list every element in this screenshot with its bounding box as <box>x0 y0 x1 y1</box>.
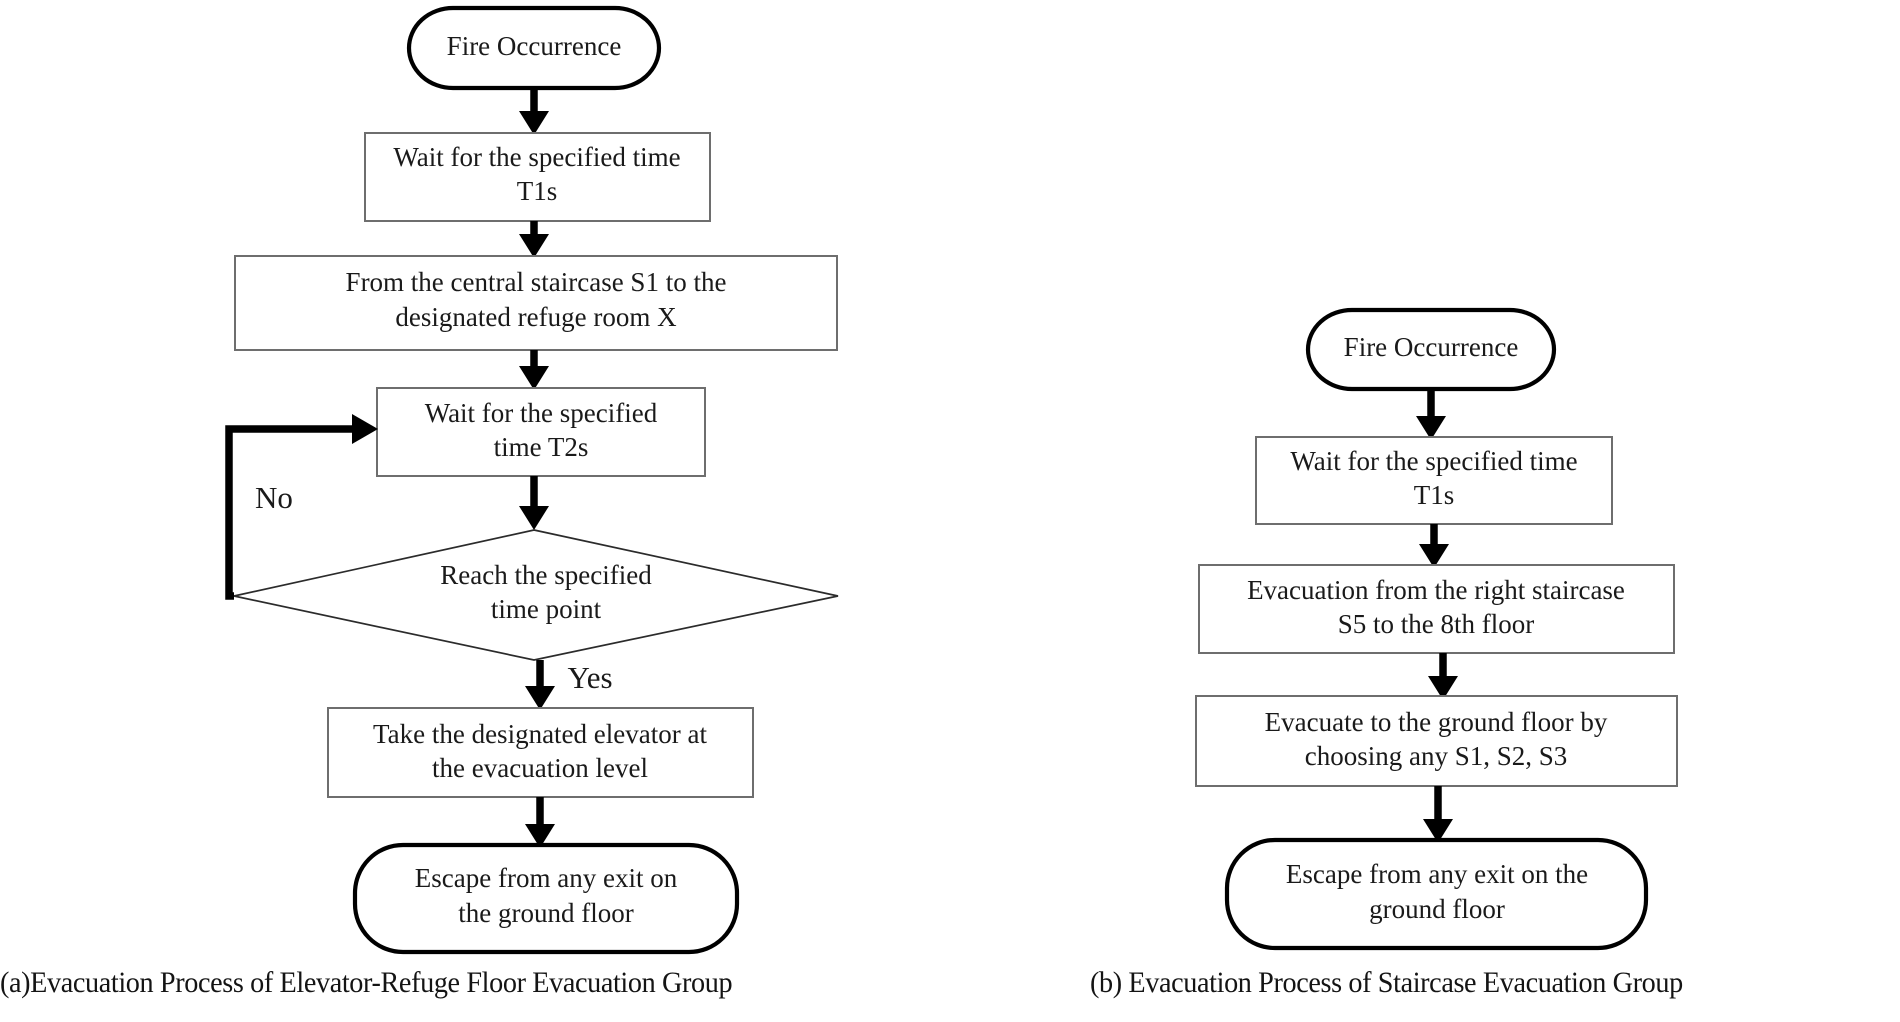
node-a3-label-line2: designated refuge room X <box>395 302 677 332</box>
node-b3-label-line1: Evacuation from the right staircase <box>1247 575 1625 605</box>
node-a6-label-line2: the evacuation level <box>432 753 648 783</box>
node-b2-label-line2: T1s <box>1414 480 1455 510</box>
node-b4-label-line2: choosing any S1, S2, S3 <box>1305 741 1568 771</box>
caption-panel-a: (a)Evacuation Process of Elevator-Refuge… <box>0 966 733 999</box>
edge-label-no: No <box>255 480 293 515</box>
node-a6-take-elevator <box>327 707 754 798</box>
edge-a4-a5-arrowhead <box>519 506 549 530</box>
edge-a6-a7-arrowhead <box>525 824 555 848</box>
node-b2-label-line1: Wait for the specified time <box>1290 446 1577 476</box>
node-b2-wait-t1s <box>1255 436 1613 525</box>
node-a5-label-line1: Reach the specified <box>440 560 652 590</box>
edge-b3-b4-arrowhead <box>1428 676 1458 700</box>
edge-a5-a4-no-arrowhead <box>352 414 378 444</box>
node-b4-evacuate-ground-floor <box>1195 695 1678 787</box>
node-b3-label-line2: S5 to the 8th floor <box>1338 609 1535 639</box>
edge-a1-a2-arrowhead <box>519 111 549 135</box>
node-a6-label-line1: Take the designated elevator at <box>373 719 707 749</box>
panel-b-group: Fire Occurrence Wait for the specified t… <box>1195 307 1678 951</box>
edge-b1-b2-arrowhead <box>1416 416 1446 440</box>
edge-b2-b3-arrowhead <box>1419 544 1449 568</box>
node-a7-label-line2: the ground floor <box>458 898 633 928</box>
edge-a2-a3-arrowhead <box>519 234 549 258</box>
node-a7-escape-exit <box>352 842 740 955</box>
edge-a5-a4-no-path <box>225 425 352 600</box>
node-a2-wait-t1s <box>364 132 711 222</box>
node-b5-label-line2: ground floor <box>1369 894 1505 924</box>
node-a4-wait-t2s <box>376 387 706 477</box>
node-a2-label-line2: T1s <box>517 176 558 206</box>
node-a1-label-line1: Fire Occurrence <box>447 31 622 61</box>
node-a4-label-line1: Wait for the specified <box>425 398 658 428</box>
node-b1-label-line1: Fire Occurrence <box>1344 332 1519 362</box>
node-a4-label-line2: time T2s <box>494 432 589 462</box>
node-b5-escape-exit <box>1224 837 1649 951</box>
node-a7-label-line1: Escape from any exit on <box>415 863 678 893</box>
node-a3-label-line1: From the central staircase S1 to the <box>346 267 727 297</box>
node-b3-right-staircase-s5 <box>1198 564 1675 654</box>
node-a5-label-line2: time point <box>491 594 602 624</box>
node-a2-label-line1: Wait for the specified time <box>393 142 680 172</box>
panel-a-group: Fire Occurrence Wait for the specified t… <box>225 5 839 955</box>
node-a5-reach-time-point <box>233 529 839 661</box>
node-b4-label-line1: Evacuate to the ground floor by <box>1265 707 1608 737</box>
caption-panel-b: (b) Evacuation Process of Staircase Evac… <box>1090 966 1683 999</box>
edge-a5-a6-arrowhead <box>525 686 555 710</box>
edge-b4-b5-arrowhead <box>1423 819 1453 843</box>
node-b5-label-line1: Escape from any exit on the <box>1286 859 1588 889</box>
edge-label-yes: Yes <box>567 660 612 695</box>
edge-a3-a4-arrowhead <box>519 366 549 390</box>
